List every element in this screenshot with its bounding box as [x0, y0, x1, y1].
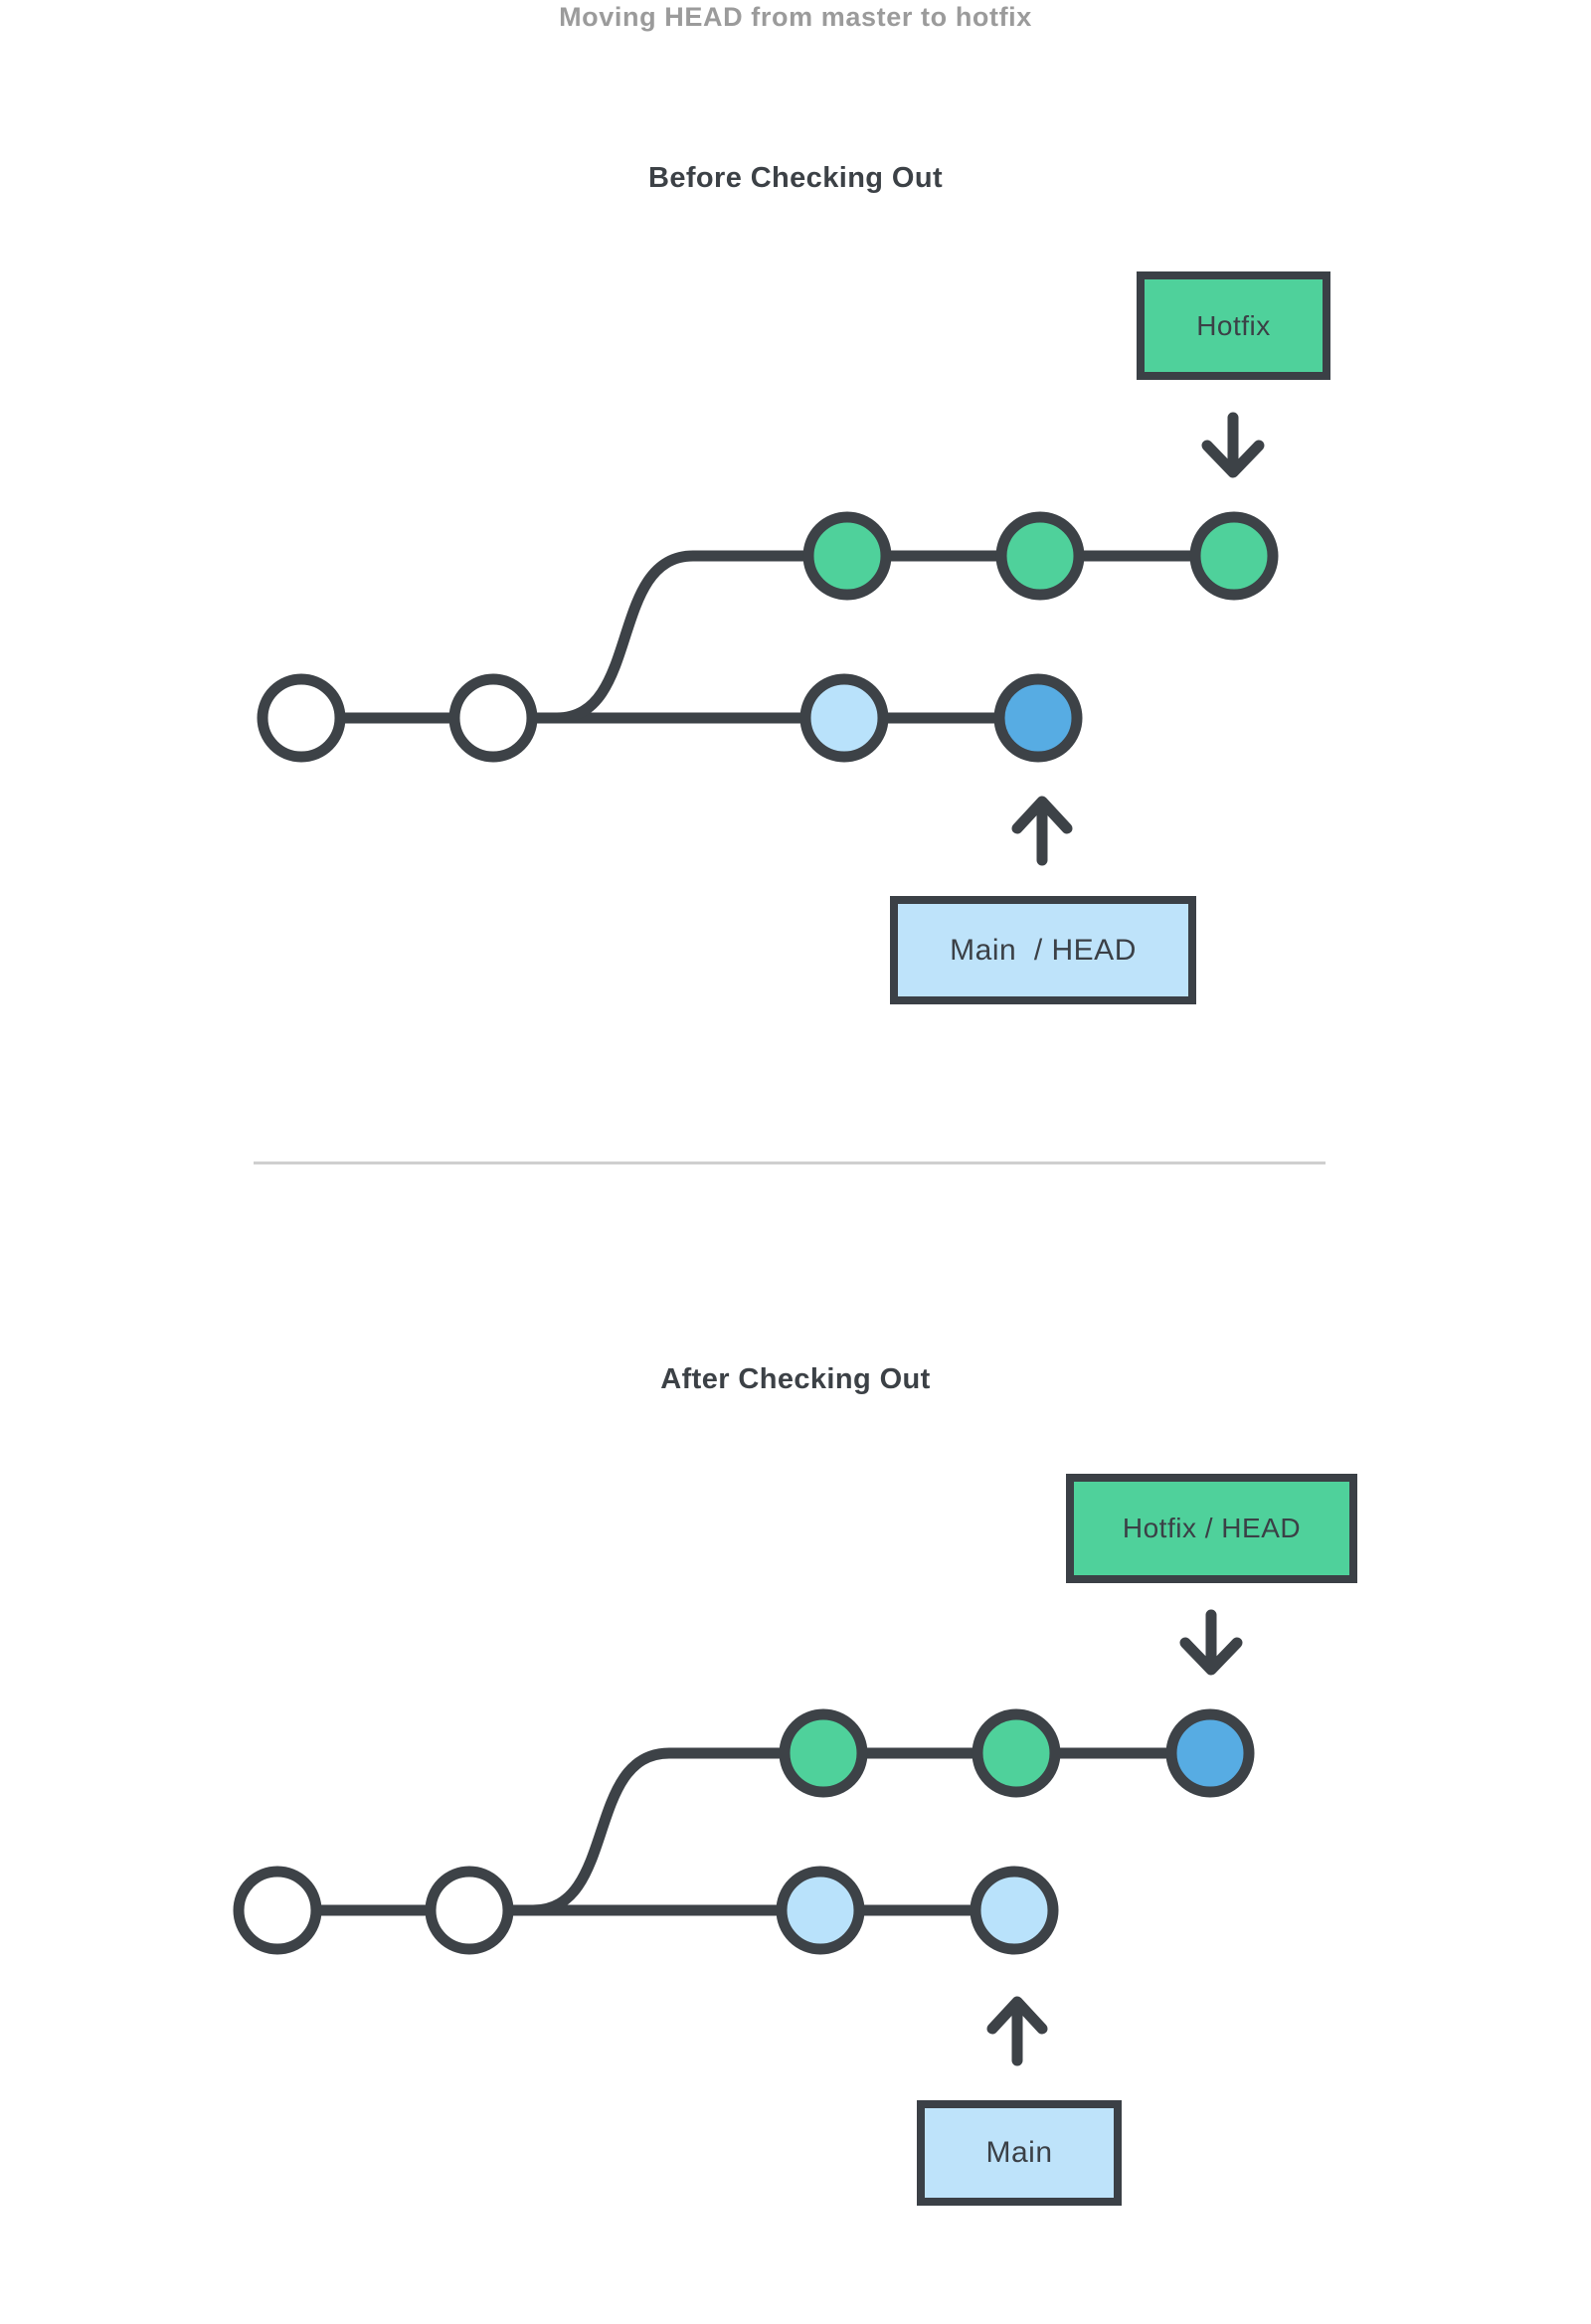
- after-section-heading: After Checking Out: [660, 1363, 931, 1395]
- main-head-branch-label: Main / HEAD: [890, 896, 1196, 1004]
- down-arrow-icon: [1179, 1609, 1243, 1676]
- section-divider: [254, 1162, 1326, 1164]
- before-git-graph: [257, 412, 1279, 866]
- commit-node: [970, 1866, 1059, 1955]
- commit-node: [972, 1708, 1061, 1798]
- hotfix-branch-label: Hotfix: [1137, 271, 1330, 380]
- commit-node: [776, 1866, 865, 1955]
- hotfix-branch-label-text: Hotfix: [1196, 309, 1271, 341]
- commit-node: [779, 1708, 868, 1798]
- commit-node-head: [993, 673, 1083, 763]
- before-section-heading: Before Checking Out: [647, 162, 944, 194]
- after-git-graph: [233, 1609, 1255, 2066]
- commit-node: [1189, 511, 1279, 601]
- hotfix-head-branch-label: Hotfix / HEAD: [1066, 1474, 1357, 1583]
- after-hotfix-branch-line: [532, 1747, 1210, 1916]
- before-hotfix-branch-line: [556, 550, 1234, 724]
- main-branch-label-text: Main: [985, 2136, 1053, 2169]
- hotfix-head-branch-label-text: Hotfix / HEAD: [1122, 1513, 1302, 1543]
- commit-node: [799, 673, 889, 763]
- main-branch-label: Main: [917, 2100, 1122, 2206]
- page-title: Moving HEAD from master to hotfix: [559, 2, 1032, 32]
- commit-node: [257, 673, 346, 763]
- commit-node-head: [1165, 1708, 1255, 1798]
- up-arrow-icon: [1011, 796, 1073, 866]
- up-arrow-icon: [986, 1996, 1048, 2066]
- commit-node: [233, 1866, 322, 1955]
- main-head-branch-label-text: Main / HEAD: [950, 933, 1137, 967]
- down-arrow-icon: [1201, 412, 1265, 478]
- commit-node: [995, 511, 1085, 601]
- commit-node: [802, 511, 892, 601]
- commit-node: [425, 1866, 514, 1955]
- commit-node: [448, 673, 538, 763]
